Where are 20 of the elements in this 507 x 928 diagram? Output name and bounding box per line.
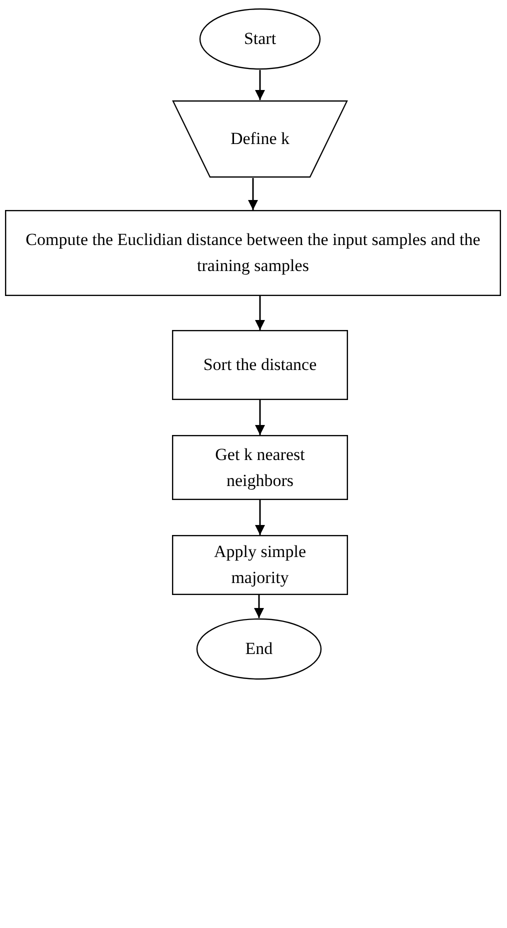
node-label: Get k nearest neighbors	[214, 444, 306, 492]
process-box	[5, 210, 501, 296]
process-box	[172, 535, 348, 595]
node-label: Sort the distance	[203, 354, 317, 376]
node-label: End	[245, 638, 273, 660]
process-box	[172, 435, 348, 500]
arrow	[255, 296, 265, 330]
arrow	[248, 178, 258, 210]
arrow	[255, 70, 265, 100]
arrow	[254, 595, 264, 618]
process-box	[172, 330, 348, 400]
arrow	[255, 400, 265, 435]
node-label: Compute the Euclidian distance between the input samples and the training samples	[24, 229, 482, 277]
terminal-ellipse	[196, 618, 322, 680]
node-label: Apply simple majority	[212, 541, 308, 589]
node-label: Define k	[230, 128, 290, 150]
node-label: Start	[244, 28, 276, 50]
input-trapezoid	[172, 100, 348, 178]
terminal-ellipse	[199, 8, 321, 70]
arrow	[255, 500, 265, 535]
